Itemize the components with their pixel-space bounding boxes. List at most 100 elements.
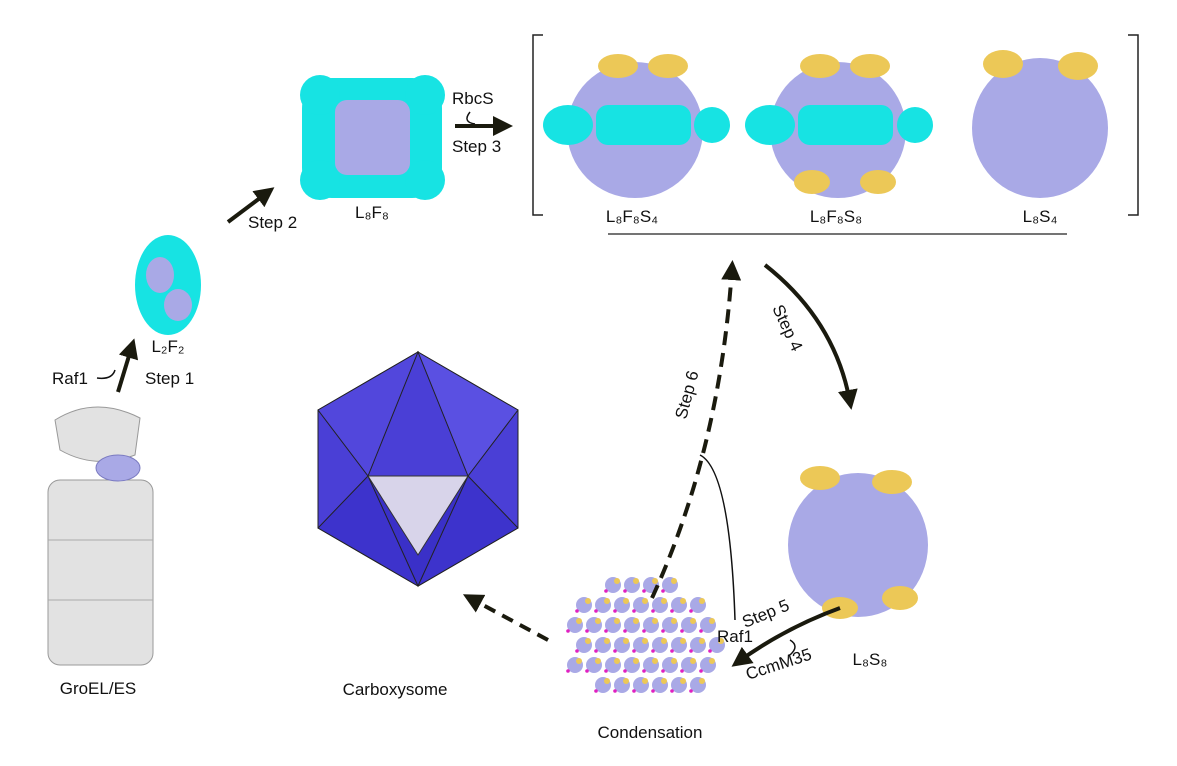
- condensate-particle-subunit: [576, 618, 582, 624]
- label-groel-es: GroEL/ES: [60, 679, 137, 698]
- ccmm35-marker: [670, 689, 674, 693]
- ccmm35-marker: [613, 689, 617, 693]
- condensate-particle-subunit: [585, 638, 591, 644]
- ccmm35-marker: [613, 609, 617, 613]
- label-l8s4: L₈S₄: [1023, 207, 1058, 226]
- ccmm35-marker: [680, 629, 684, 633]
- label-raf1-step1: Raf1: [52, 369, 88, 388]
- condensate-particle-subunit: [699, 638, 705, 644]
- l2f2-structure: [135, 235, 201, 335]
- condensate-particle-subunit: [604, 638, 610, 644]
- left-bracket: [532, 34, 543, 216]
- ccmm35-marker: [699, 669, 703, 673]
- raf1-connector: [96, 369, 116, 380]
- ccmm35-marker: [623, 589, 627, 593]
- ccmm35-connector: [789, 639, 796, 656]
- condensate-particle-subunit: [604, 678, 610, 684]
- right-bracket: [1128, 34, 1139, 216]
- ccmm35-marker: [689, 649, 693, 653]
- ccmm35-marker: [670, 649, 674, 653]
- condensate-particle-subunit: [661, 678, 667, 684]
- step4-arrow: [763, 263, 858, 410]
- condensate-particle-subunit: [709, 618, 715, 624]
- ccmm35-marker: [575, 609, 579, 613]
- ccmm35-marker: [594, 609, 598, 613]
- condensate-particle-subunit: [718, 638, 724, 644]
- condensate-particle-subunit: [690, 618, 696, 624]
- ccmm35-marker: [566, 669, 570, 673]
- condensate-cluster: [566, 577, 725, 693]
- ccmm35-marker: [680, 669, 684, 673]
- ccmm35-marker: [651, 609, 655, 613]
- condensate-particle-subunit: [585, 598, 591, 604]
- ccmm35-marker: [604, 669, 608, 673]
- label-l2f2: L₂F₂: [151, 337, 184, 356]
- condensate-particle-subunit: [595, 658, 601, 664]
- ccmm35-marker: [670, 609, 674, 613]
- ccmm35-marker: [566, 629, 570, 633]
- condensate-particle-subunit: [595, 618, 601, 624]
- condensate-particle-subunit: [623, 638, 629, 644]
- condensate-particle-subunit: [642, 638, 648, 644]
- condensate-particle-subunit: [576, 658, 582, 664]
- condensate-particle-subunit: [623, 598, 629, 604]
- ccmm35-marker: [661, 669, 665, 673]
- ccmm35-marker: [623, 629, 627, 633]
- condensate-particle-subunit: [642, 678, 648, 684]
- condensate-particle-subunit: [642, 598, 648, 604]
- raf1-step6-connector: [699, 454, 736, 621]
- ccmm35-marker: [575, 649, 579, 653]
- step1-arrow: [116, 338, 139, 393]
- condensate-particle-subunit: [661, 598, 667, 604]
- ccmm35-marker: [651, 689, 655, 693]
- l8s4-structure: [972, 50, 1108, 198]
- carboxysome-icosahedron: [317, 350, 519, 588]
- l8f8s4-structure: [543, 54, 730, 198]
- condensate-particle-subunit: [652, 618, 658, 624]
- step2-arrow: [226, 187, 275, 224]
- groel-es-structure: [47, 406, 154, 666]
- label-step1: Step 1: [145, 369, 194, 388]
- condensate-particle-subunit: [652, 658, 658, 664]
- condensate-particle-subunit: [661, 638, 667, 644]
- label-step2: Step 2: [248, 213, 297, 232]
- l8f8-structure: [300, 75, 445, 200]
- label-step3: Step 3: [452, 137, 501, 156]
- ccmm35-marker: [642, 629, 646, 633]
- ccmm35-marker: [632, 689, 636, 693]
- l8s8-structure: [788, 466, 928, 619]
- ccmm35-marker: [632, 609, 636, 613]
- condensate-particle-subunit: [690, 658, 696, 664]
- ccmm35-marker: [613, 649, 617, 653]
- ccmm35-marker: [623, 669, 627, 673]
- ccmm35-marker: [594, 649, 598, 653]
- ccmm35-marker: [604, 629, 608, 633]
- condensate-particle-subunit: [671, 658, 677, 664]
- carboxysome-arrow: [462, 594, 549, 642]
- label-carboxysome: Carboxysome: [343, 680, 448, 699]
- condensate-particle-subunit: [652, 578, 658, 584]
- condensate-particle-subunit: [680, 678, 686, 684]
- condensate-particle-subunit: [699, 678, 705, 684]
- condensate-particle-subunit: [633, 658, 639, 664]
- label-l8s8: L₈S₈: [853, 650, 888, 669]
- condensate-particle-subunit: [671, 618, 677, 624]
- ccmm35-marker: [642, 589, 646, 593]
- label-step4: Step 4: [768, 302, 806, 355]
- ccmm35-marker: [632, 649, 636, 653]
- label-condensation: Condensation: [598, 723, 703, 742]
- label-raf1-step6: Raf1: [717, 627, 753, 646]
- condensate-particle-subunit: [604, 598, 610, 604]
- label-step6: Step 6: [672, 369, 703, 421]
- l8f8s8-structure: [745, 54, 933, 198]
- step6-arrow: [650, 260, 742, 599]
- condensate-particle-subunit: [699, 598, 705, 604]
- ccmm35-marker: [585, 629, 589, 633]
- ccmm35-marker: [708, 649, 712, 653]
- label-l8f8s8: L₈F₈S₈: [810, 207, 862, 226]
- condensate-particle-subunit: [623, 678, 629, 684]
- condensate-particle-subunit: [614, 658, 620, 664]
- condensate-particle-subunit: [680, 598, 686, 604]
- ccmm35-marker: [642, 669, 646, 673]
